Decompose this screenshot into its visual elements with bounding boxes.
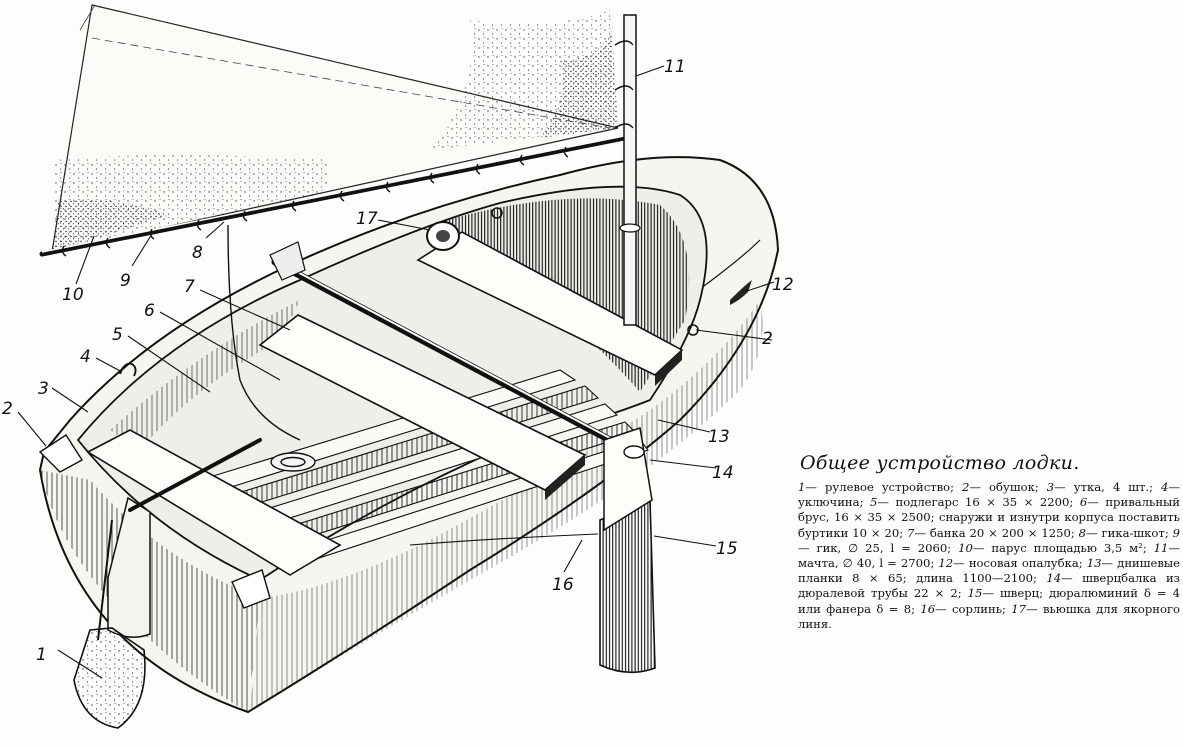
transom-corner — [38, 434, 271, 609]
legend-item: 15— шверц; дюралюминий δ = 4 или фанера … — [798, 586, 1181, 616]
callout-14: 14 — [712, 463, 734, 483]
callout-2-stern: 2 — [2, 399, 13, 419]
callout-10: 10 — [62, 285, 84, 305]
legend-item: 2— обушок; — [962, 480, 1039, 494]
callout-2-bow: 2 — [762, 329, 773, 349]
callout-4: 4 — [80, 347, 91, 367]
centerboard — [599, 427, 656, 674]
callout-9: 9 — [120, 271, 131, 291]
callout-3: 3 — [38, 379, 49, 399]
legend-item: 3— утка, 4 шт.; — [1046, 480, 1154, 494]
figure-caption: Общее устройство лодки. 1— рулевое устро… — [798, 452, 1180, 632]
legend-item: 4— уключина; — [798, 480, 1181, 510]
anchor-reel — [426, 207, 699, 336]
legend-item: 9— гик, ∅ 25, l = 2060; — [798, 525, 1181, 555]
callout-5: 5 — [112, 325, 123, 345]
callout-11: 11 — [664, 57, 686, 77]
sail-hooks — [61, 146, 569, 257]
boom — [39, 135, 627, 257]
legend-item: 13— днишевые планки 8 × 65; длина 1100—2… — [798, 556, 1181, 586]
oarlock — [119, 362, 137, 377]
legend-item: 6— привальный брус, 16 × 35 × 2500; снар… — [798, 495, 1181, 540]
callout-labels: 1 2 2 3 4 5 6 7 8 9 10 11 12 13 14 15 16… — [2, 57, 794, 665]
centerboard-beam — [269, 241, 644, 460]
callout-16: 16 — [552, 575, 574, 595]
callout-15: 15 — [716, 539, 738, 559]
callout-6: 6 — [144, 301, 155, 321]
caption-title: Общее устройство лодки. — [800, 452, 1080, 474]
callout-17: 17 — [356, 209, 378, 229]
legend-item: 5— подлегарс 16 × 35 × 2200; — [869, 495, 1074, 510]
legend-item: 14— шверцбалка из дюралевой трубы 22 × 2… — [798, 571, 1181, 601]
callout-1: 1 — [36, 645, 47, 665]
rudder — [73, 438, 262, 729]
leader-lines — [17, 65, 775, 679]
painter-line — [409, 533, 599, 546]
legend-item: 16— сорлинь; — [920, 601, 1006, 616]
legend-item: 17— вьюшка для якорного линя. — [798, 601, 1181, 631]
legend-item: 11— мачта, ∅ 40, l = 2700; — [798, 540, 1181, 571]
legend-item: 10— парус площадью 3,5 м²; — [958, 540, 1147, 555]
callout-13: 13 — [708, 427, 730, 447]
caption-legend: 1— рулевое устройство; 2— обушок; 3— утк… — [798, 480, 1180, 632]
mainsheet — [227, 224, 316, 472]
callout-8: 8 — [192, 243, 203, 263]
sail — [51, 4, 619, 253]
stern-seat — [86, 429, 342, 576]
callout-12: 12 — [772, 275, 794, 295]
legend-item: 7— банка 20 × 200 × 1250; — [907, 525, 1075, 540]
callout-7: 7 — [184, 277, 195, 297]
thwart-center — [258, 314, 587, 500]
mast — [614, 14, 641, 326]
legend-item: 8— гика-шкот; — [1078, 525, 1169, 540]
legend-item: 12— носовая опалубка; — [938, 556, 1083, 571]
legend-item: 1— рулевое устройство; — [798, 480, 955, 494]
